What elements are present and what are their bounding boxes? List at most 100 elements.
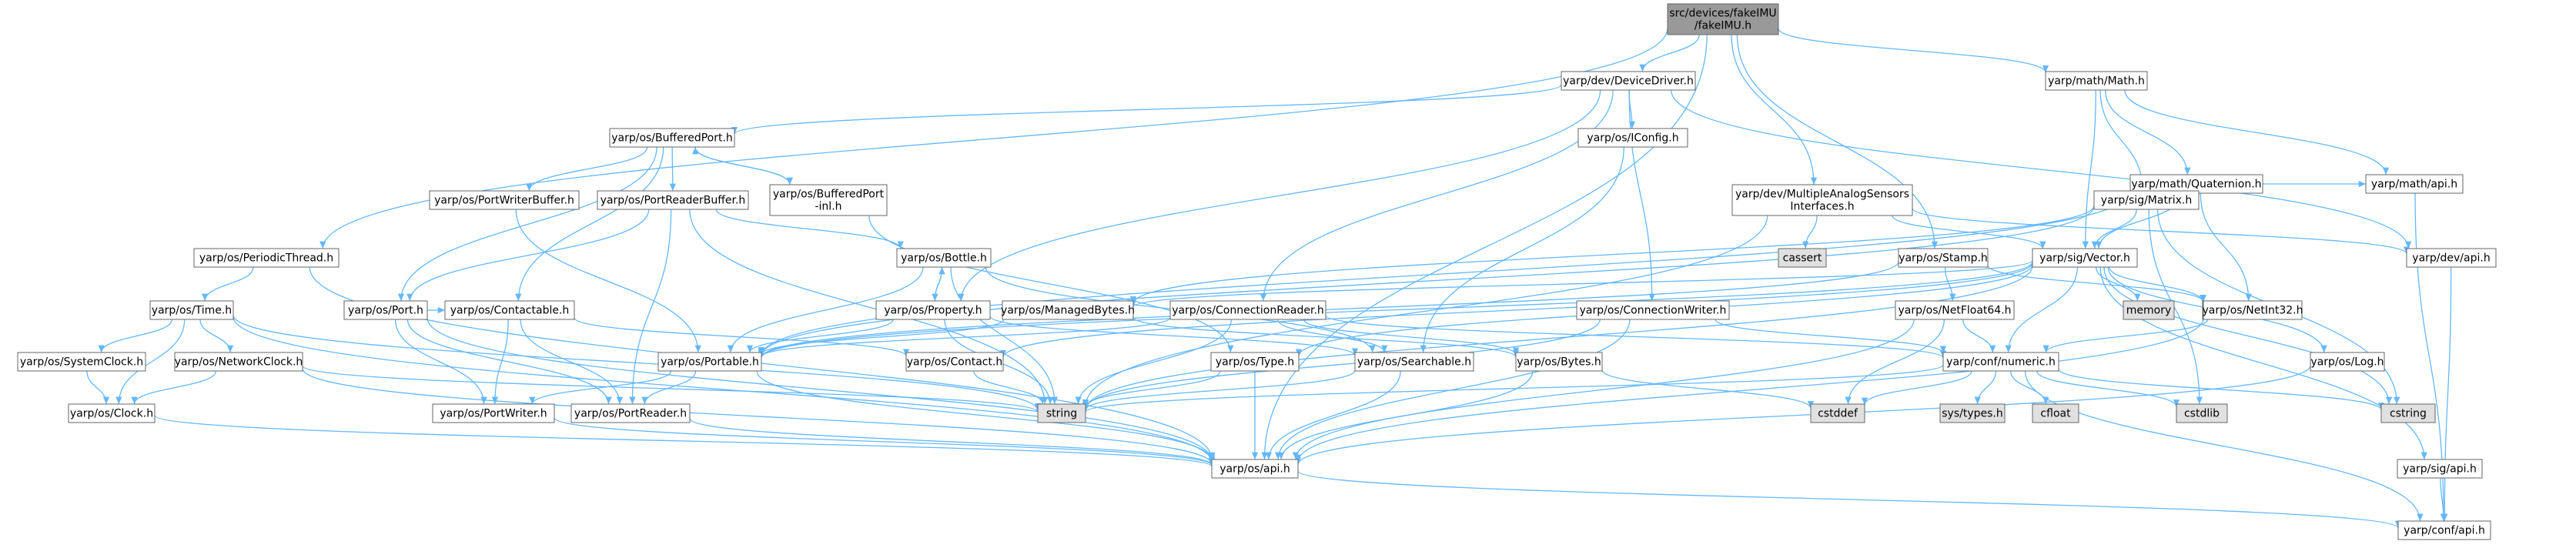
- edge-quaternion-to-portable: [758, 192, 2131, 356]
- node-systemclock[interactable]: yarp/os/SystemClock.h: [17, 352, 146, 372]
- node-bufferedportinl-label-1: -inl.h: [815, 201, 841, 213]
- node-systemclock-label-0: yarp/os/SystemClock.h: [20, 356, 143, 369]
- node-confapi[interactable]: yarp/conf/api.h: [2397, 520, 2491, 540]
- node-cstring: cstring: [2380, 403, 2436, 423]
- node-portable-label-0: yarp/os/Portable.h: [661, 356, 759, 369]
- edge-netfloat64-to-osapi: [1292, 319, 1915, 460]
- node-stamp[interactable]: yarp/os/Stamp.h: [1898, 248, 1989, 268]
- node-confapi-label-0: yarp/conf/api.h: [2404, 525, 2485, 537]
- node-clock-label-0: yarp/os/Clock.h: [70, 408, 153, 420]
- edge-vector-to-string: [1082, 266, 2033, 410]
- edge-managedbytes-to-portable: [758, 319, 1005, 355]
- edge-devicedriver-to-connectionwriter: [1628, 89, 1655, 302]
- edge-iconfig-to-searchable: [1420, 146, 1624, 353]
- node-portreader[interactable]: yarp/os/PortReader.h: [570, 403, 691, 423]
- node-portreaderbuffer[interactable]: yarp/os/PortReaderBuffer.h: [597, 190, 749, 210]
- edge-devicedriver-to-devapi: [1671, 89, 2412, 249]
- edge-time-to-string: [233, 315, 1042, 411]
- node-devapi[interactable]: yarp/dev/api.h: [2406, 248, 2497, 268]
- node-bottle[interactable]: yarp/os/Bottle.h: [896, 248, 992, 268]
- node-matrix[interactable]: yarp/sig/Matrix.h: [2093, 190, 2200, 210]
- edge-numeric-to-cstdlib: [2036, 370, 2180, 407]
- node-bufferedport-label-0: yarp/os/BufferedPort.h: [611, 132, 733, 145]
- edge-log-to-osapi: [1295, 365, 2311, 465]
- node-clock[interactable]: yarp/os/Clock.h: [68, 403, 156, 423]
- edge-numeric-to-string: [1082, 364, 1944, 413]
- node-time-box: [149, 300, 234, 320]
- node-devicedriver-label-0: yarp/dev/DeviceDriver.h: [1563, 75, 1694, 88]
- edge-time-to-systemclock: [98, 319, 173, 353]
- node-mathapi[interactable]: yarp/math/api.h: [2365, 174, 2464, 194]
- node-networkclock[interactable]: yarp/os/NetworkClock.h: [174, 352, 303, 372]
- node-log[interactable]: yarp/os/Log.h: [2310, 352, 2385, 372]
- node-managedbytes[interactable]: yarp/os/ManagedBytes.h: [1001, 300, 1135, 320]
- node-devicedriver[interactable]: yarp/dev/DeviceDriver.h: [1561, 71, 1696, 91]
- edge-time-to-osapi: [233, 316, 1216, 463]
- node-contact[interactable]: yarp/os/Contact.h: [905, 352, 1004, 372]
- edge-numeric-to-cstring: [2058, 369, 2385, 410]
- node-sigapi[interactable]: yarp/sig/api.h: [2397, 459, 2483, 479]
- node-osapi[interactable]: yarp/os/api.h: [1211, 459, 1299, 479]
- edge-vector-to-managedbytes: [1130, 259, 2033, 308]
- node-bottle-label-0: yarp/os/Bottle.h: [901, 252, 987, 265]
- node-quaternion-label-0: yarp/math/Quaternion.h: [2131, 179, 2261, 191]
- node-portwriterbuffer[interactable]: yarp/os/PortWriterBuffer.h: [429, 190, 580, 210]
- edge-portreaderbuffer-to-bottle: [715, 209, 904, 249]
- edge-devicedriver-to-connectionreader: [1260, 89, 1614, 302]
- node-iconfig-label-0: yarp/os/IConfig.h: [1587, 132, 1678, 145]
- node-netfloat64[interactable]: yarp/os/NetFloat64.h: [1895, 300, 2015, 320]
- node-port[interactable]: yarp/os/Port.h: [343, 300, 428, 320]
- edge-portable-to-portwriter: [529, 370, 672, 405]
- node-quaternion[interactable]: yarp/math/Quaternion.h: [2129, 174, 2263, 194]
- node-string-label-0: string: [1046, 408, 1077, 420]
- node-numeric[interactable]: yarp/conf/numeric.h: [1942, 352, 2059, 372]
- node-cstring-box: [2380, 403, 2436, 423]
- node-bottle-box: [896, 248, 992, 268]
- edge-root-to-multianalog: [1731, 34, 1818, 185]
- edge-root-to-stamp: [1736, 34, 1939, 249]
- node-root-label-0: src/devices/fakeIMU: [1669, 8, 1776, 20]
- node-portable[interactable]: yarp/os/Portable.h: [657, 352, 762, 372]
- node-property[interactable]: yarp/os/Property.h: [875, 300, 991, 320]
- node-time[interactable]: yarp/os/Time.h: [149, 300, 234, 320]
- node-contactable-label-0: yarp/os/Contactable.h: [450, 305, 570, 317]
- edge-root-to-math: [1778, 28, 2049, 73]
- node-type[interactable]: yarp/os/Type.h: [1210, 352, 1300, 372]
- edge-numeric-to-cfloat: [2010, 370, 2049, 405]
- node-bufferedportinl-box: [769, 184, 888, 216]
- node-contactable[interactable]: yarp/os/Contactable.h: [444, 300, 575, 320]
- node-multianalog[interactable]: yarp/dev/MultipleAnalogSensorsInterfaces…: [1731, 184, 1913, 216]
- node-type-box: [1210, 352, 1300, 372]
- node-searchable[interactable]: yarp/os/Searchable.h: [1354, 352, 1474, 372]
- edge-portreader-to-osapi: [689, 418, 1215, 466]
- node-quaternion-box: [2129, 174, 2263, 194]
- edge-portreaderbuffer-to-string: [689, 209, 1049, 405]
- edge-contactable-to-contact: [574, 317, 909, 357]
- node-connectionreader-label-0: yarp/os/ConnectionReader.h: [1172, 305, 1324, 317]
- node-searchable-label-0: yarp/os/Searchable.h: [1357, 356, 1471, 369]
- edge-contact-to-string: [973, 370, 1046, 405]
- node-bufferedportinl[interactable]: yarp/os/BufferedPort-inl.h: [769, 184, 888, 216]
- node-netint32[interactable]: yarp/os/NetInt32.h: [2202, 300, 2303, 320]
- edge-bytes-to-cstddef: [1601, 369, 1815, 409]
- node-bytes[interactable]: yarp/os/Bytes.h: [1515, 352, 1603, 372]
- node-connectionreader[interactable]: yarp/os/ConnectionReader.h: [1169, 300, 1326, 320]
- node-periodicthread[interactable]: yarp/os/PeriodicThread.h: [193, 248, 340, 268]
- node-portwriter-box: [432, 403, 555, 423]
- node-math[interactable]: yarp/math/Math.h: [2045, 71, 2148, 91]
- node-systypes-box: [1939, 403, 2006, 423]
- node-connectionwriter[interactable]: yarp/os/ConnectionWriter.h: [1576, 300, 1730, 320]
- node-searchable-box: [1354, 352, 1474, 372]
- node-bufferedport[interactable]: yarp/os/BufferedPort.h: [609, 128, 735, 148]
- node-math-box: [2045, 71, 2148, 91]
- node-property-box: [875, 300, 991, 320]
- node-portwriter[interactable]: yarp/os/PortWriter.h: [432, 403, 555, 423]
- node-port-label-0: yarp/os/Port.h: [348, 305, 423, 317]
- node-contact-label-0: yarp/os/Contact.h: [907, 356, 1003, 369]
- edge-property-to-bottle: [934, 266, 945, 302]
- edge-stamp-to-netint32: [1987, 265, 2207, 302]
- node-iconfig[interactable]: yarp/os/IConfig.h: [1577, 128, 1688, 148]
- node-vector[interactable]: yarp/sig/Vector.h: [2032, 248, 2138, 268]
- edge-root-to-periodicthread: [319, 28, 1668, 249]
